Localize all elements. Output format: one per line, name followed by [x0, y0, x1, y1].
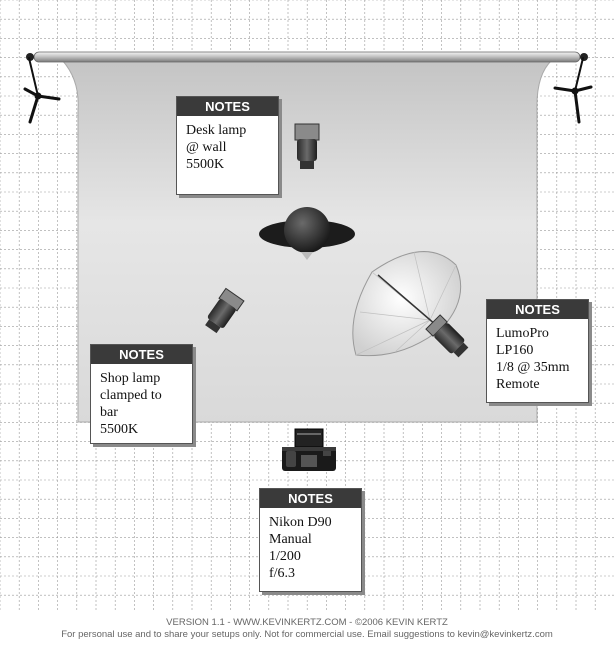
note-camera: NOTES Nikon D90 Manual 1/200 f/6.3 [259, 488, 362, 592]
light-stand-icon [23, 57, 61, 124]
note-line: LP160 [496, 343, 534, 358]
strobe-head-icon [205, 287, 245, 334]
note-line: 5500K [100, 422, 139, 437]
note-line: Manual [269, 532, 312, 547]
note-line: 5500K [186, 157, 225, 172]
note-header: NOTES [487, 300, 588, 319]
note-body: Shop lamp clamped to bar 5500K [91, 364, 192, 444]
light-stand-icon [553, 57, 593, 124]
note-line: Shop lamp [100, 371, 161, 386]
note-line: bar [100, 405, 118, 420]
note-line: @ wall [186, 140, 227, 155]
camera-icon [282, 428, 336, 471]
note-lumopro: NOTES LumoPro LP160 1/8 @ 35mm Remote [486, 299, 589, 403]
note-line: f/6.3 [269, 566, 296, 581]
note-shop-lamp: NOTES Shop lamp clamped to bar 5500K [90, 344, 193, 444]
note-body: LumoPro LP160 1/8 @ 35mm Remote [487, 319, 588, 399]
footer: VERSION 1.1 - WWW.KEVINKERTZ.COM - ©2006… [0, 617, 614, 641]
note-line: 1/200 [269, 549, 301, 564]
note-line: clamped to [100, 388, 162, 403]
note-line: Remote [496, 377, 540, 392]
strobe-head-icon [425, 314, 469, 358]
footer-usage-line: For personal use and to share your setup… [61, 629, 553, 640]
footer-version-line: VERSION 1.1 - WWW.KEVINKERTZ.COM - ©2006… [166, 617, 448, 628]
note-header: NOTES [260, 489, 361, 508]
note-desk-lamp: NOTES Desk lamp @ wall 5500K [176, 96, 279, 195]
note-line: Desk lamp [186, 123, 247, 138]
note-header: NOTES [91, 345, 192, 364]
note-body: Desk lamp @ wall 5500K [177, 116, 278, 179]
note-header: NOTES [177, 97, 278, 116]
note-line: 1/8 @ 35mm [496, 360, 570, 375]
subject-icon [259, 207, 355, 260]
note-line: Nikon D90 [269, 515, 332, 530]
note-line: LumoPro [496, 326, 549, 341]
backdrop-bar [26, 51, 588, 63]
strobe-head-icon [294, 123, 320, 169]
note-body: Nikon D90 Manual 1/200 f/6.3 [260, 508, 361, 588]
